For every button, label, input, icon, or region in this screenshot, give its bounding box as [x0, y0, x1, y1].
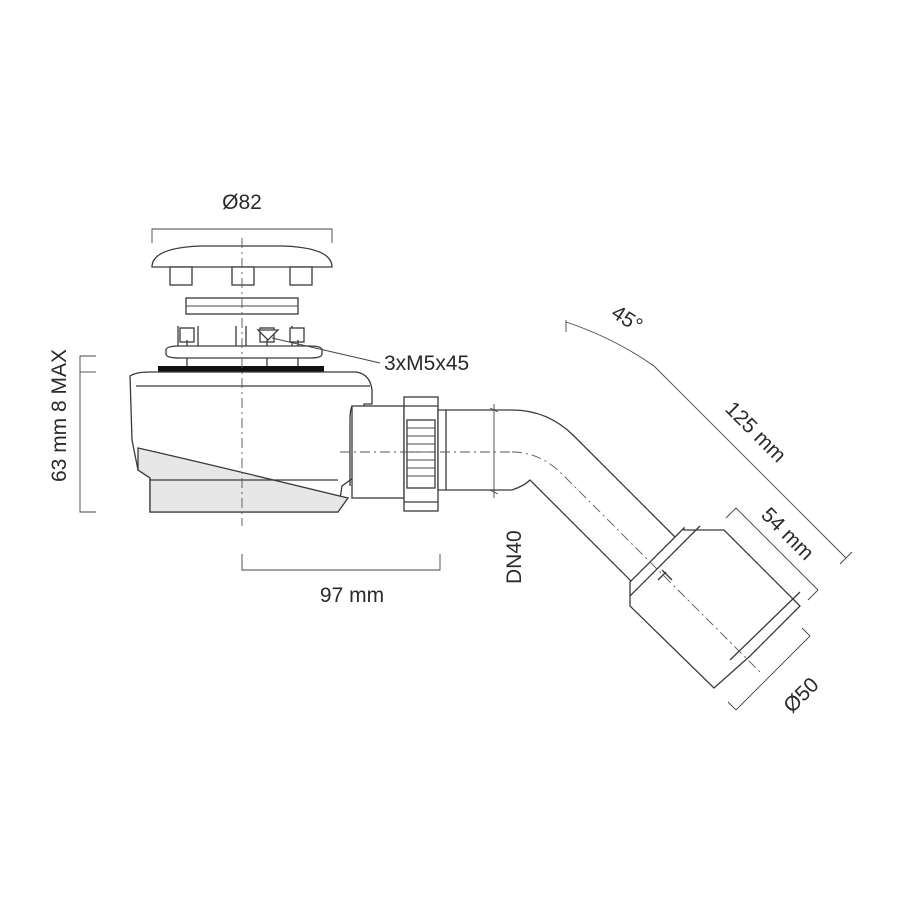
gasket: [158, 366, 324, 373]
angle-dimension: 45°: [565, 301, 655, 367]
height-dimension: 63 mm 8 MAX: [48, 349, 96, 513]
offset-label: 97 mm: [320, 584, 384, 607]
outlet-sleeve: [629, 525, 801, 689]
cap-diameter-dimension: Ø82: [151, 191, 333, 243]
union-nut: [403, 396, 439, 512]
offset-dimension: 97 mm: [241, 554, 441, 607]
centre-lines: [241, 238, 763, 675]
dn40-dimension: DN40: [489, 404, 526, 584]
drain-body: [129, 371, 373, 513]
cap-diameter-label: Ø82: [222, 191, 262, 214]
angle-label: 45°: [607, 301, 646, 338]
screw-leader-line: [271, 337, 381, 364]
height-label: 63 mm 8 MAX: [48, 349, 71, 482]
drain-cap: [151, 245, 333, 286]
screw-spec-label: 3xM5x45: [384, 352, 469, 375]
connector-label: DN40: [503, 530, 526, 584]
sleeve-length-label: 54 mm: [756, 503, 818, 565]
outlet-diameter-label: Ø50: [779, 673, 823, 717]
pipe-length-label: 125 mm: [720, 397, 790, 467]
outlet-neck: [351, 405, 405, 499]
flange-plate: [165, 345, 323, 359]
